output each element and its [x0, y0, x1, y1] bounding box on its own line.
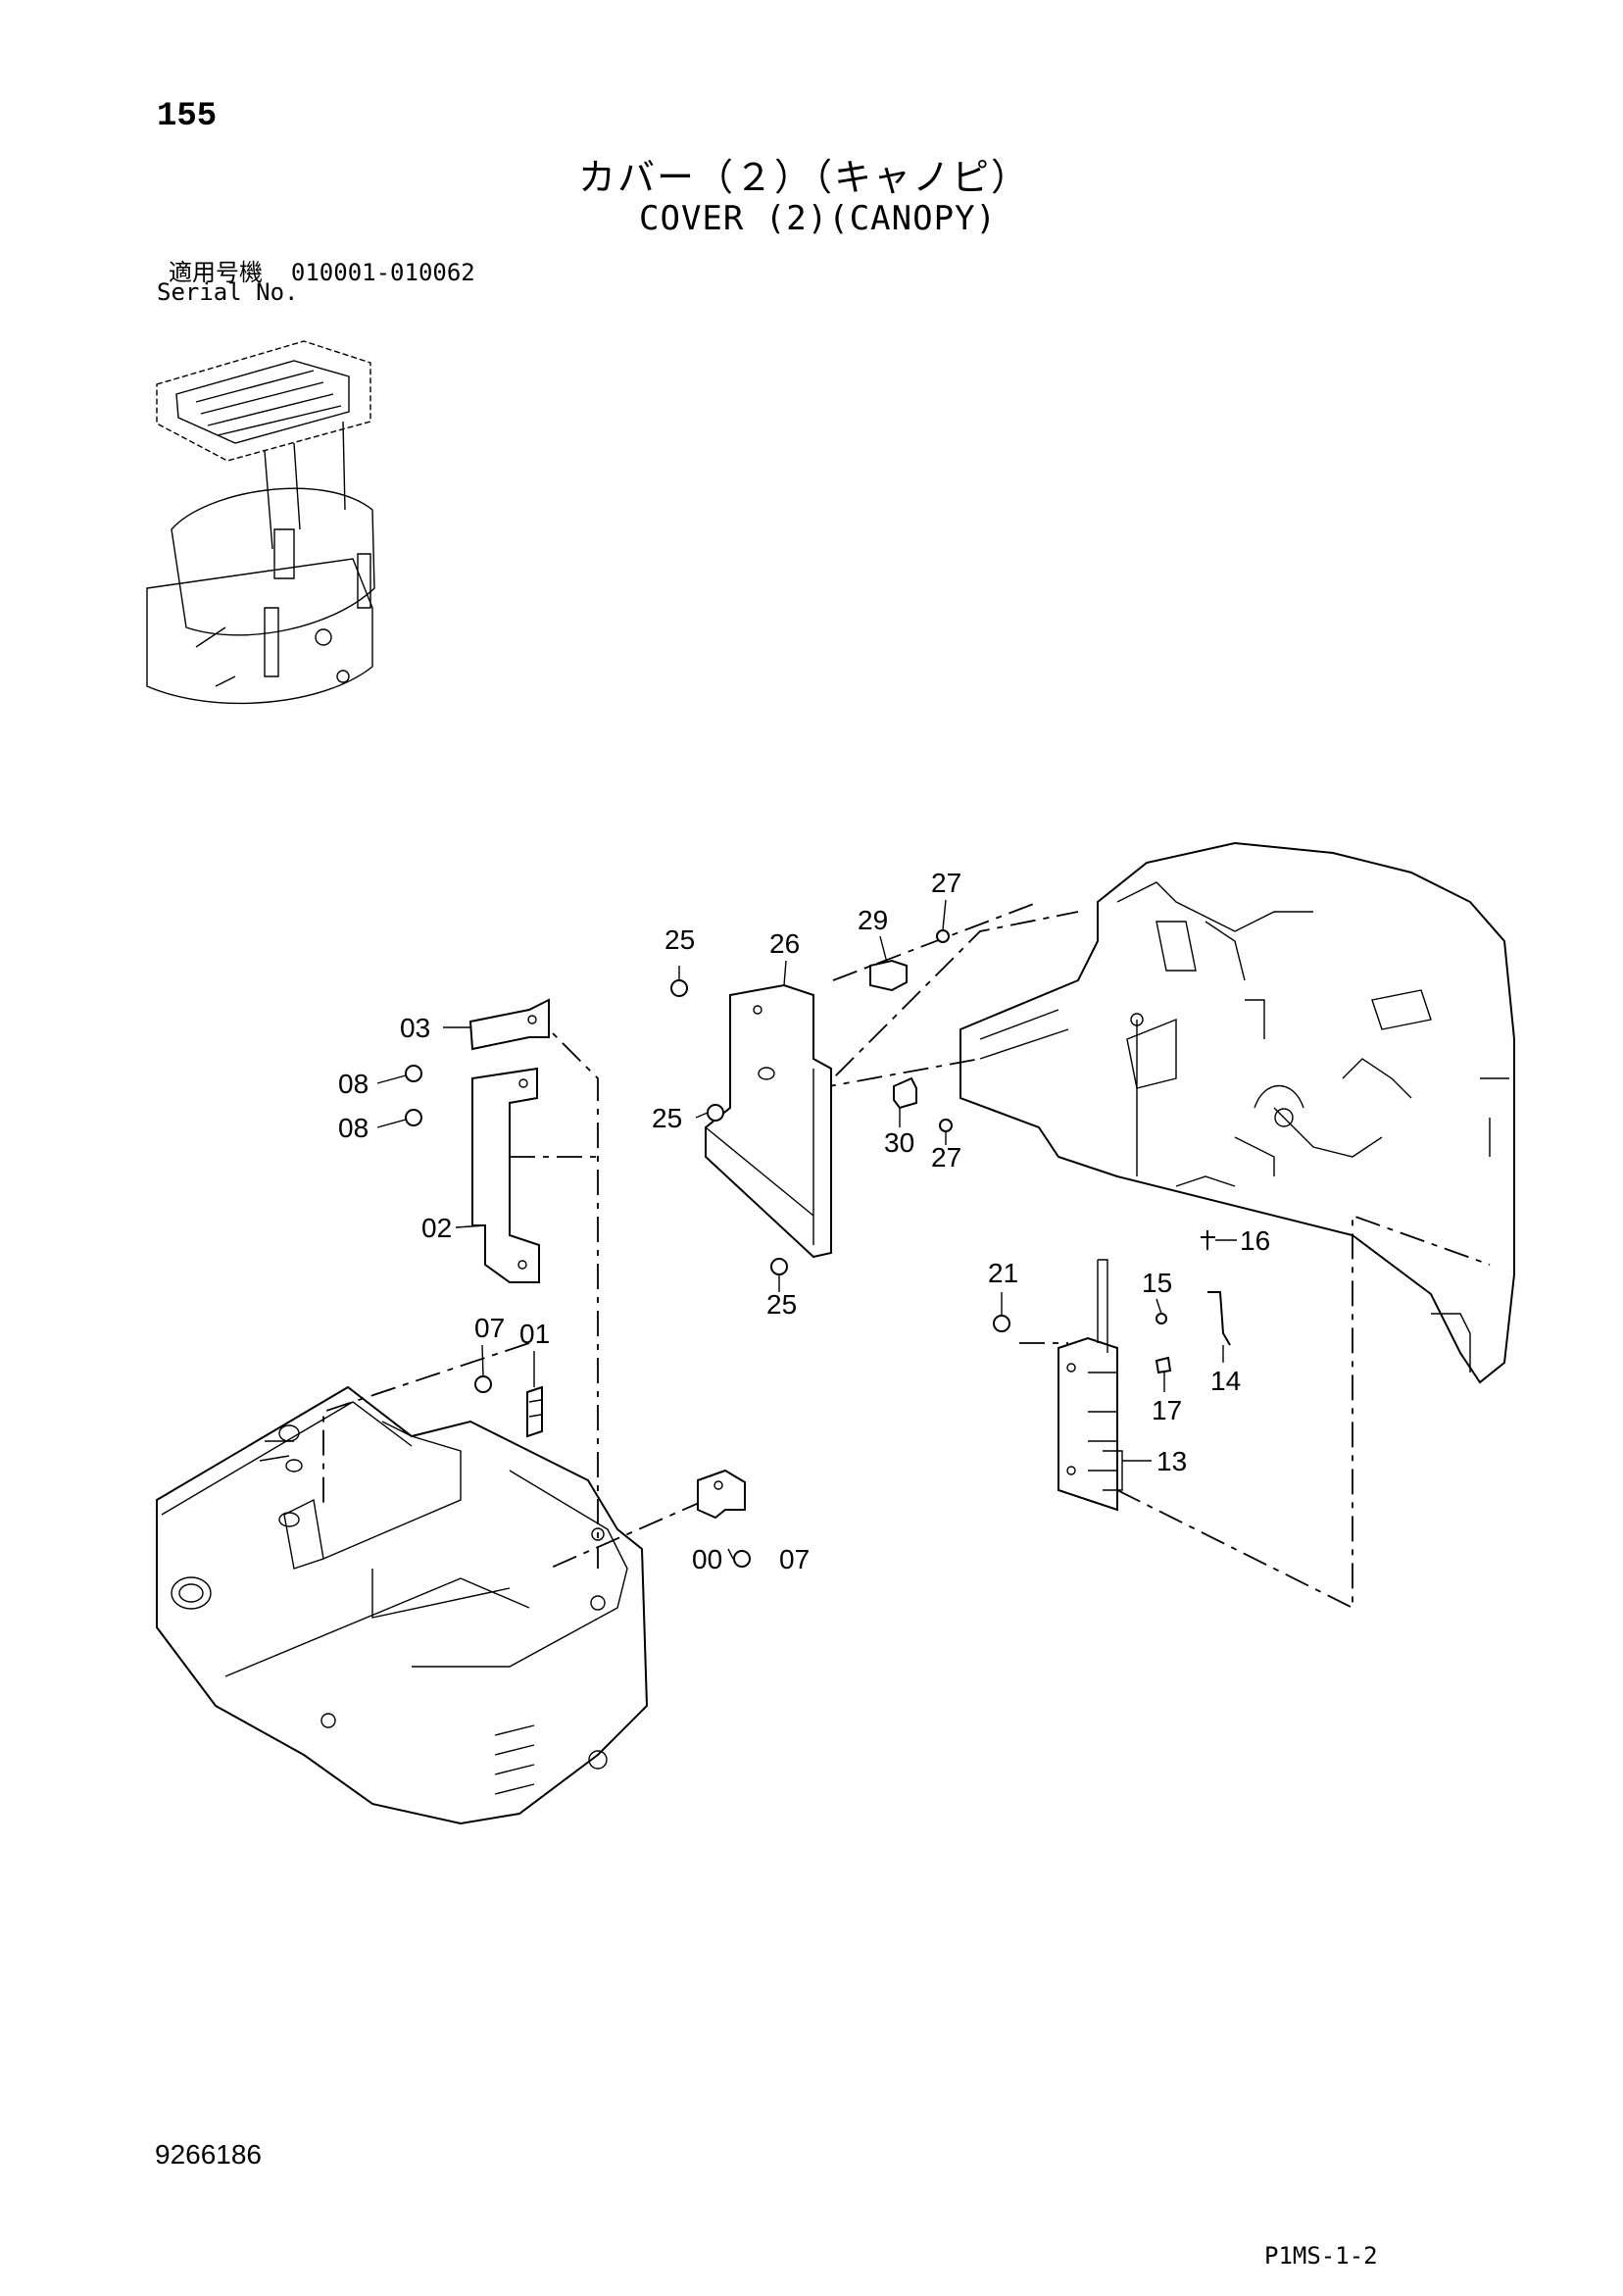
- callout-00: 00: [692, 1544, 722, 1574]
- bolt-08a: [405, 1065, 422, 1082]
- fasteners: [405, 929, 1215, 1568]
- callout-25: 25: [652, 1103, 682, 1133]
- callout-13: 13: [1156, 1446, 1187, 1476]
- callout-27: 27: [931, 868, 961, 898]
- bolt-21: [993, 1315, 1010, 1332]
- part-13-hinge-plate: [1057, 1259, 1123, 1512]
- machine-body-lower-left: [156, 1385, 649, 1825]
- serial-label-jp: 適用号機: [169, 259, 263, 286]
- callout-07: 07: [474, 1313, 505, 1343]
- callout-25: 25: [664, 924, 695, 955]
- title-japanese: カバー（２）（キャノピ）: [578, 156, 1031, 199]
- callout-02: 02: [421, 1213, 452, 1243]
- callout-17: 17: [1152, 1395, 1182, 1425]
- bolt-25c: [770, 1258, 788, 1275]
- part-03-bracket: [468, 998, 550, 1051]
- callout-08: 08: [338, 1069, 369, 1099]
- callout-16: 16: [1240, 1225, 1270, 1256]
- page-code: P1MS-1-2: [1264, 2242, 1378, 2270]
- machine-overview-thumbnail: [146, 340, 375, 705]
- callout-27: 27: [931, 1142, 961, 1173]
- part-17-clip: [1155, 1356, 1172, 1374]
- callout-numbers: 03 08 08 02 07 01 00 07 25 26 29 27 25 3…: [338, 868, 1270, 1574]
- bolt-08b: [405, 1109, 422, 1126]
- part-29-clip: [869, 959, 908, 992]
- callout-29: 29: [858, 905, 888, 935]
- callout-25: 25: [766, 1289, 797, 1320]
- pin-15: [1156, 1313, 1167, 1324]
- document-number: 9266186: [155, 2139, 263, 2170]
- pin-16: [1201, 1230, 1215, 1250]
- part-00-bracket: [697, 1469, 746, 1520]
- callout-21: 21: [988, 1258, 1018, 1288]
- serial-label-en: Serial No.: [157, 278, 299, 306]
- leader-lines: [376, 899, 1237, 1560]
- bolt-25a: [670, 979, 688, 997]
- bolt-25b: [707, 1104, 724, 1122]
- callout-03: 03: [400, 1013, 430, 1043]
- part-01-bracket: [526, 1385, 543, 1438]
- bolt-07a: [474, 1375, 492, 1393]
- part-02-bracket: [471, 1067, 540, 1283]
- nut-27a: [936, 929, 950, 943]
- machine-body-upper-right: [959, 841, 1515, 1384]
- serial-applicability: 適用号機 010001-010062: [169, 253, 475, 287]
- callout-07: 07: [779, 1544, 810, 1574]
- part-30-clip: [893, 1076, 917, 1110]
- callout-30: 30: [884, 1127, 914, 1158]
- part-14-rod: [1207, 1291, 1231, 1346]
- callout-15: 15: [1142, 1268, 1172, 1298]
- callout-08: 08: [338, 1113, 369, 1143]
- page-number: 155: [157, 98, 218, 135]
- callout-01: 01: [519, 1319, 550, 1349]
- bolt-07b: [733, 1550, 751, 1568]
- nut-27b: [939, 1119, 953, 1132]
- serial-range: 010001-010062: [290, 259, 475, 286]
- title-english: COVER (2)(CANOPY): [639, 199, 997, 238]
- part-26-cover-plate: [705, 983, 832, 1259]
- callout-14: 14: [1210, 1366, 1241, 1396]
- callout-26: 26: [769, 928, 800, 959]
